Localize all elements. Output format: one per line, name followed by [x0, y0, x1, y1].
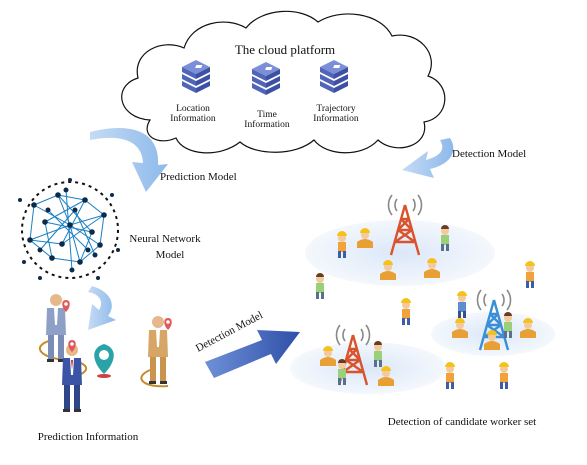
cloud-platform: The cloud platform Location Information … [121, 10, 446, 154]
detection-model-big-arrow [205, 330, 300, 378]
location-pin-large-icon [94, 344, 114, 378]
trajectory-database-icon [320, 60, 348, 93]
location-label-line2: Information [170, 113, 216, 124]
detection-set-label: Detection of candidate worker set [388, 416, 536, 428]
network-nodes [18, 178, 120, 280]
location-pin-small-icon [164, 318, 172, 330]
time-database-icon [252, 62, 280, 95]
detection-zone-top [305, 193, 495, 286]
network-boundary [21, 181, 119, 279]
detection-model-arrow-top [402, 138, 454, 178]
detection-zone-right [431, 288, 555, 356]
worker [445, 362, 455, 389]
time-label-line2: Information [244, 119, 290, 130]
prediction-model-arrow [90, 128, 168, 192]
worker [499, 362, 509, 389]
worker [316, 273, 324, 299]
detection-zone-bottom [290, 323, 446, 394]
location-database-icon [182, 60, 210, 93]
worker [525, 261, 535, 288]
prediction-information-label: Prediction Information [38, 431, 139, 443]
time-label-line1: Time [257, 110, 277, 120]
neural-network-label-line1: Neural Network [129, 233, 201, 245]
neural-network-label-line2: Model [156, 249, 185, 261]
trajectory-label-line1: Trajectory [316, 104, 355, 114]
worker [457, 291, 467, 318]
worker [401, 298, 411, 325]
businessman-tan [148, 316, 168, 384]
cloud-shape [121, 10, 446, 154]
cloud-title: The cloud platform [235, 42, 335, 57]
neural-network-graph [18, 178, 120, 280]
businessman-blue [62, 344, 82, 412]
prediction-model-label: Prediction Model [160, 171, 237, 183]
trajectory-label-line2: Information [313, 113, 359, 124]
detection-model-top-label: Detection Model [452, 148, 526, 160]
prediction-info-arrow [88, 286, 116, 330]
location-label-line1: Location [176, 104, 210, 114]
prediction-information-group [39, 294, 172, 412]
